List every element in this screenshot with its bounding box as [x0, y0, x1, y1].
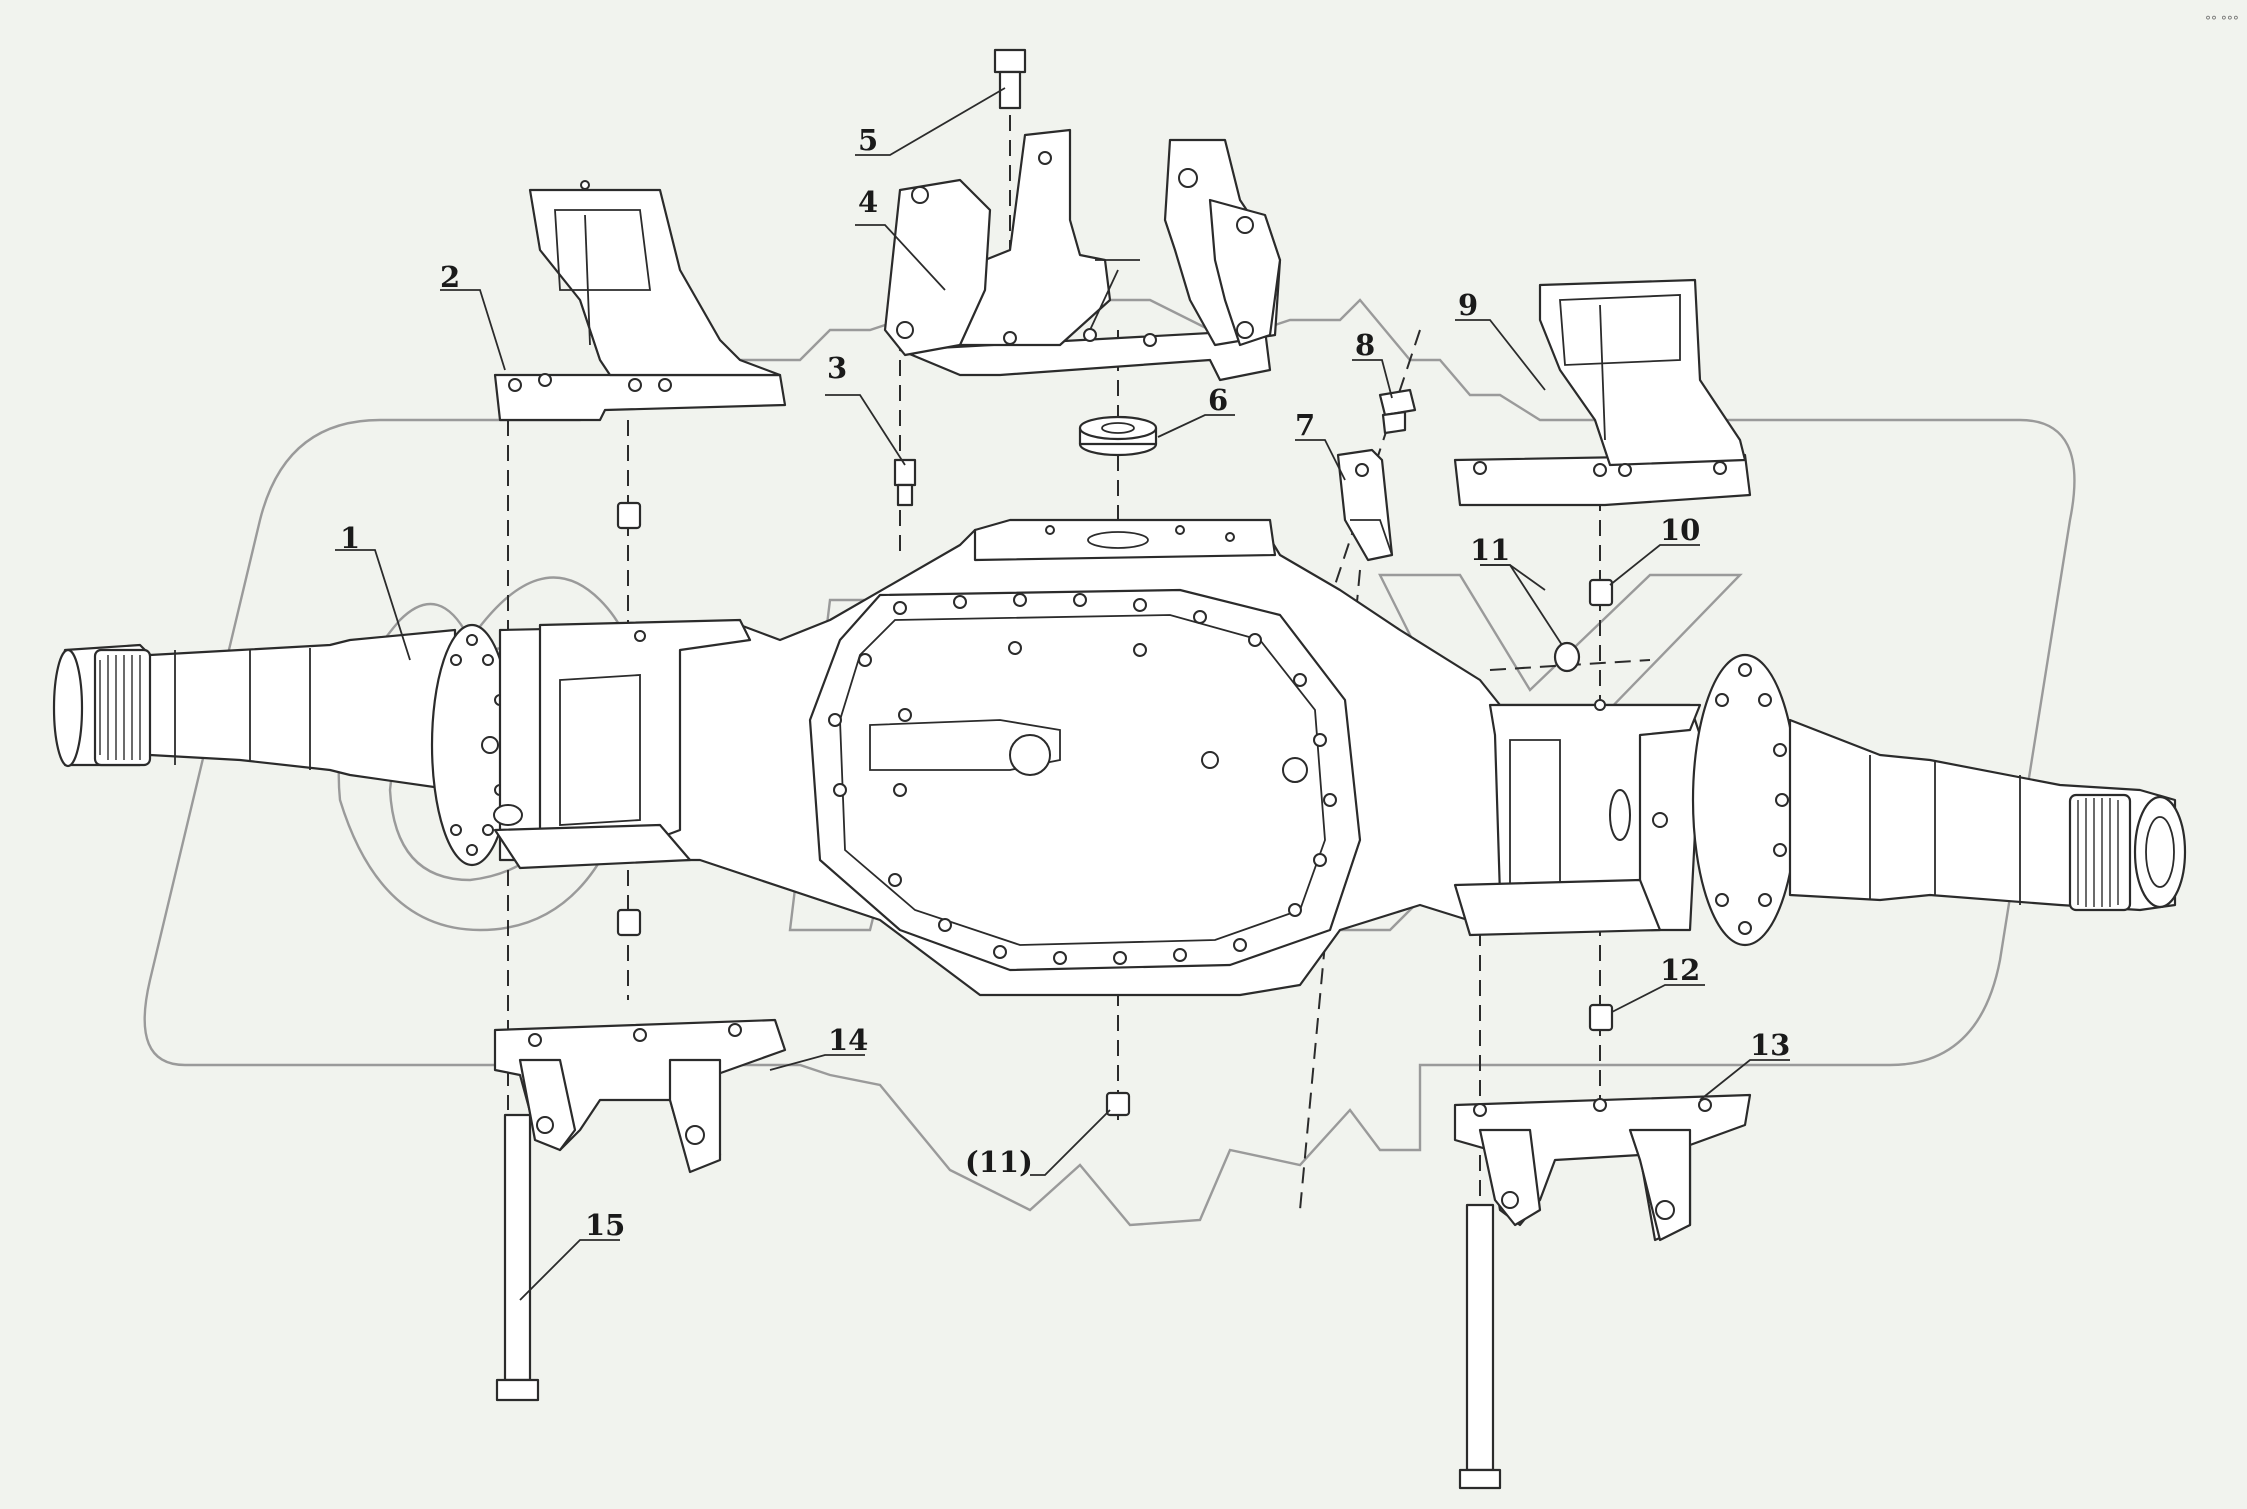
long-bolt-part-15 [495, 1113, 540, 1402]
cover-inner-plate [869, 719, 1061, 771]
differential-cover [808, 588, 1362, 972]
right-spline-end [2068, 793, 2132, 912]
upper-center-bracket-part-4 [883, 128, 1282, 382]
callout-14: 14 [828, 1023, 868, 1057]
callout-11-parenthetical: (11) [965, 1145, 1033, 1179]
plug-part-11-lower [1105, 1091, 1131, 1117]
long-bolt-right [1458, 1203, 1502, 1490]
left-housing-flat-pad [493, 823, 692, 870]
callout-7: 7 [1295, 408, 1315, 442]
callout-1: 1 [340, 521, 360, 555]
right-spline-teeth [2077, 798, 2119, 907]
bushing-part-10 [1588, 578, 1614, 607]
callout-labels: 1 2 3 4 5 6 7 8 9 10 11 (11) 12 13 14 15 [340, 123, 1790, 1242]
left-spline-teeth [99, 655, 141, 760]
callout-11: 11 [1470, 533, 1510, 567]
bushings [616, 501, 1614, 1117]
leader-lines [335, 87, 1790, 1301]
callout-3: 3 [827, 351, 847, 385]
right-upper-bracket-part-9 [1453, 278, 1752, 507]
left-lower-seat-part-14 [493, 1018, 787, 1174]
bolt-part-5 [993, 48, 1027, 110]
callout-13: 13 [1750, 1028, 1790, 1062]
plug-part-11 [1553, 641, 1581, 673]
callout-15: 15 [585, 1208, 625, 1242]
callout-4: 4 [858, 185, 878, 219]
watermark-gear-outline [143, 298, 2076, 1227]
bushing-left-bottom [616, 908, 642, 937]
right-shaft-face [2133, 795, 2187, 909]
right-housing-flat-pad [1453, 878, 1662, 937]
axle-housing-part-1 [52, 518, 2187, 997]
washer-part-6 [1078, 415, 1158, 457]
callout-6: 6 [1208, 383, 1228, 417]
left-shaft-face [52, 648, 84, 768]
left-spline-end [93, 648, 152, 767]
tab-bracket-part-7 [1336, 448, 1394, 562]
corner-mark: °° °°° [2205, 14, 2239, 28]
callout-9: 9 [1458, 288, 1478, 322]
bushing-part-12 [1588, 1003, 1614, 1032]
cover-bolt-holes [828, 593, 1337, 965]
fitting-part-8 [1378, 388, 1417, 435]
right-lower-seat-part-13 [1453, 1093, 1752, 1242]
callout-12: 12 [1660, 953, 1700, 987]
callout-10: 10 [1660, 513, 1700, 547]
callout-5: 5 [858, 123, 878, 157]
stud-part-3 [893, 458, 917, 507]
callout-8: 8 [1355, 328, 1375, 362]
right-flange-holes [1715, 663, 1789, 935]
callout-2: 2 [440, 260, 460, 294]
left-upper-bracket-part-2 [493, 180, 787, 422]
bushing-left-top [616, 501, 642, 530]
